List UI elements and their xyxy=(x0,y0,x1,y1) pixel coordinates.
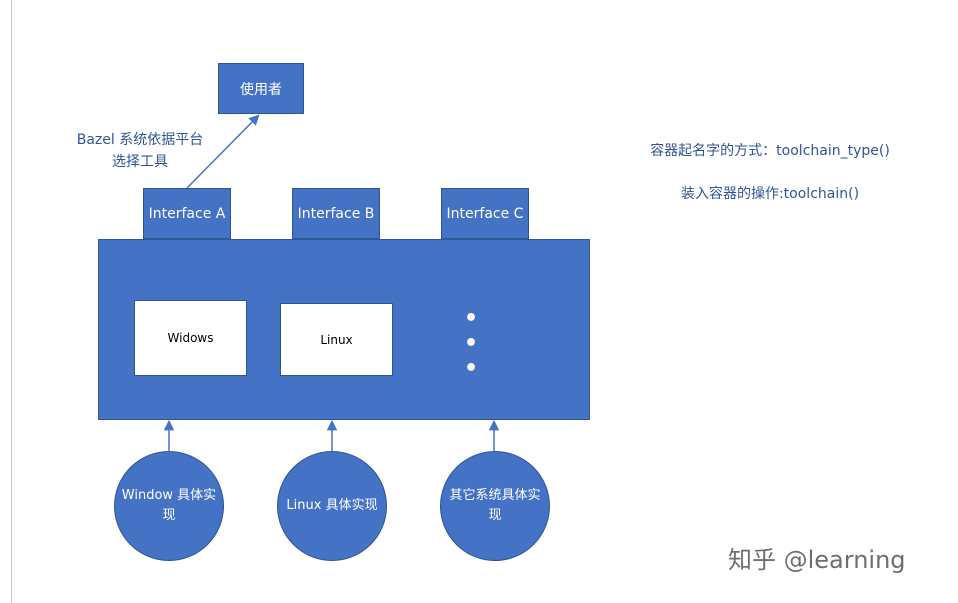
more-implementations-ellipsis: • • • xyxy=(464,306,483,381)
naming-annotation: 容器起名字的方式：toolchain_type() xyxy=(650,143,890,159)
linux-impl-box: Linux xyxy=(280,303,393,376)
install-annotation: 装入容器的操作:toolchain() xyxy=(680,186,860,202)
other-impl-circle: 其它系统具体实现 xyxy=(440,451,550,561)
windows-impl-box: Widows xyxy=(134,300,247,376)
watermark: 知乎 @learning xyxy=(728,546,906,574)
window-impl-circle: Window 具体实现 xyxy=(114,451,224,561)
arrow-interface-a-to-user xyxy=(186,114,260,189)
linux-impl-circle: Linux 具体实现 xyxy=(277,451,387,561)
platform-select-annotation: Bazel 系统依据平台选择工具 xyxy=(76,132,204,170)
user-node: 使用者 xyxy=(218,63,304,114)
interface-b-node: Interface B xyxy=(292,188,380,239)
left-edge-rule xyxy=(11,0,12,603)
interface-a-node: Interface A xyxy=(143,188,231,239)
interface-c-node: Interface C xyxy=(441,188,529,239)
